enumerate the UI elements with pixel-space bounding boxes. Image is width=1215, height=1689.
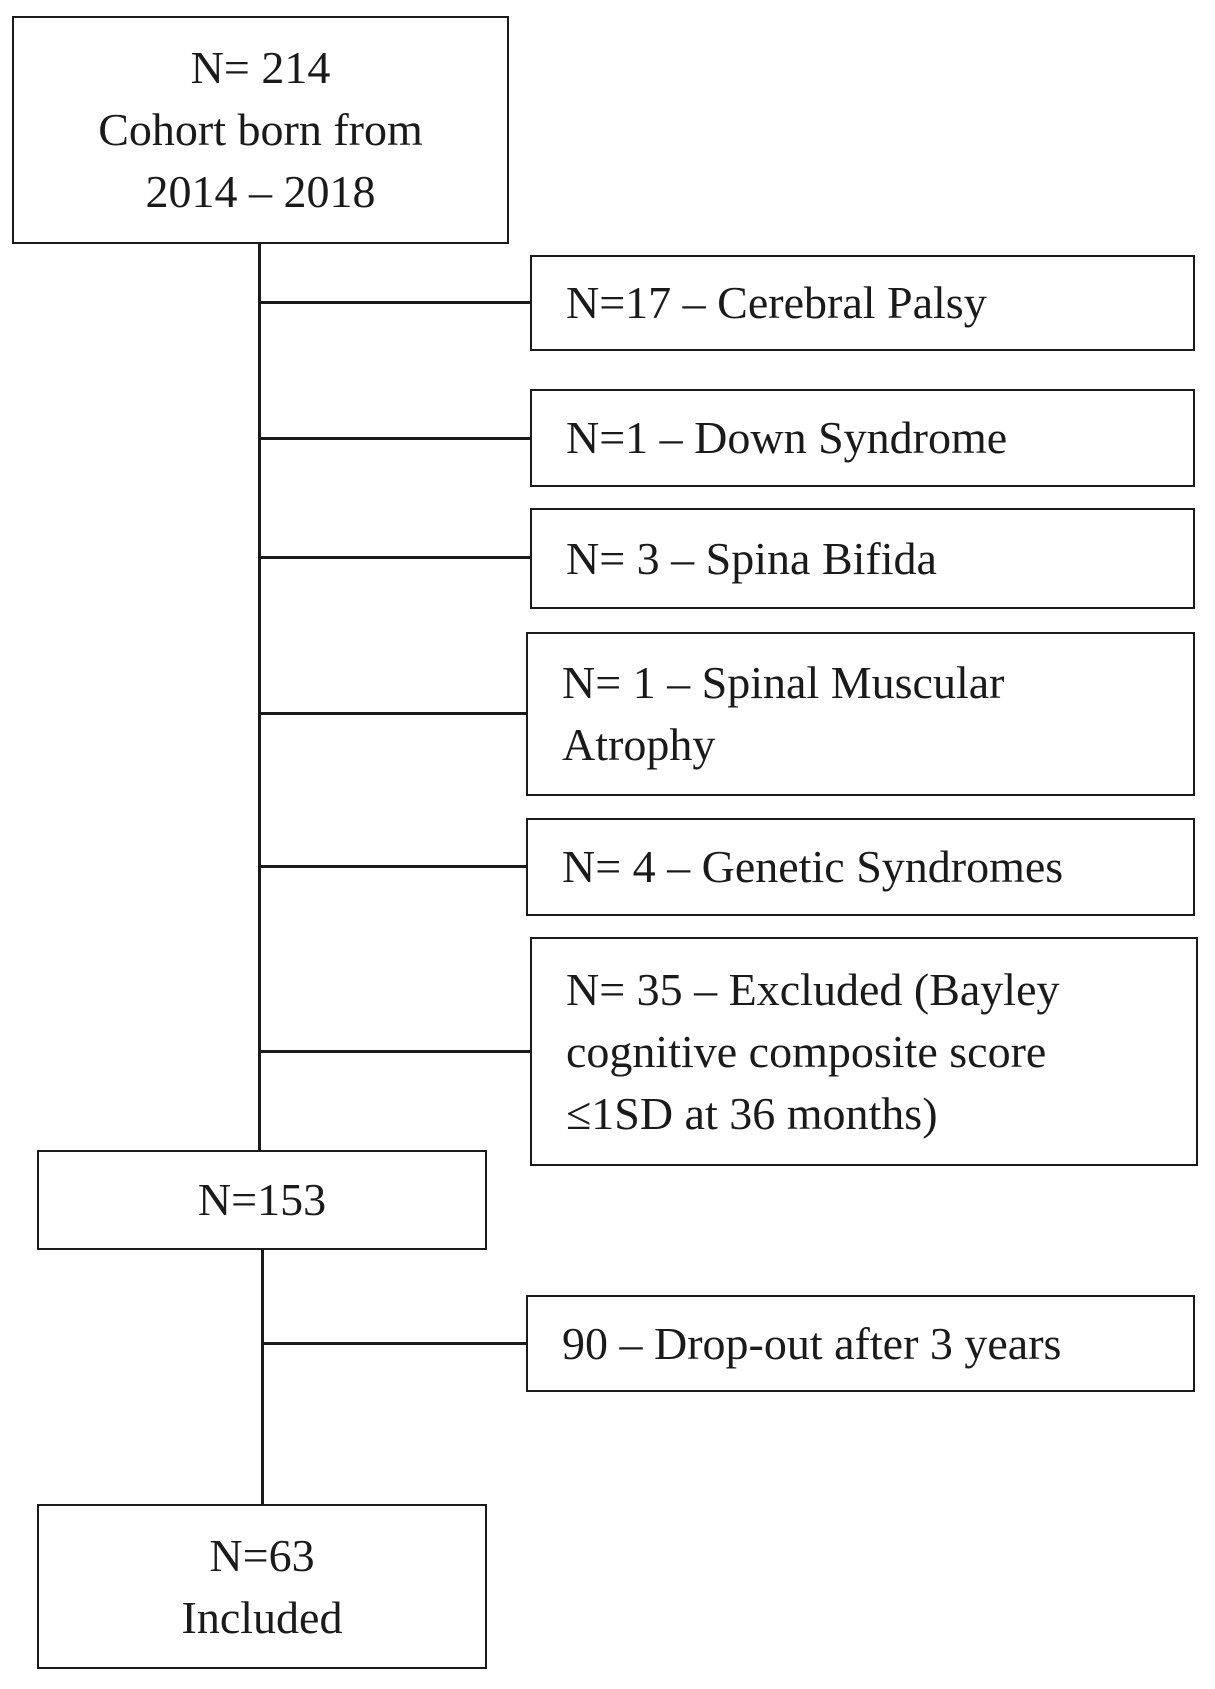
branch-line-spinal-muscular-atrophy: [258, 712, 526, 715]
branch-line-genetic-syndromes: [258, 865, 526, 868]
included-count: N=63: [209, 1529, 315, 1581]
exclusion-label-line3: ≤1SD at 36 months): [566, 1087, 938, 1139]
dropout-box: 90 – Drop-out after 3 years: [526, 1295, 1195, 1392]
included-label: Included: [181, 1591, 343, 1643]
exclusion-label: N= 4 – Genetic Syndromes: [562, 841, 1064, 892]
branch-line-spina-bifida: [258, 556, 530, 559]
exclusion-label-line1: N= 1 – Spinal Muscular: [562, 657, 1005, 708]
branch-line-cerebral-palsy: [258, 301, 530, 304]
exclusion-box-excluded-bayley: N= 35 – Excluded (Bayley cognitive compo…: [530, 937, 1198, 1166]
exclusion-box-cerebral-palsy: N=17 – Cerebral Palsy: [530, 255, 1195, 351]
cohort-box: N= 214 Cohort born from 2014 – 2018: [12, 16, 509, 244]
exclusion-label-line2: Atrophy: [562, 719, 716, 770]
exclusion-label: N=1 – Down Syndrome: [566, 412, 1008, 463]
branch-line-dropout: [261, 1342, 526, 1345]
lower-trunk-line: [261, 1250, 264, 1504]
exclusion-label-line1: N= 35 – Excluded (Bayley: [566, 963, 1060, 1015]
exclusion-label: N= 3 – Spina Bifida: [566, 532, 937, 584]
main-trunk-line: [258, 244, 261, 1150]
dropout-label: 90 – Drop-out after 3 years: [562, 1317, 1062, 1369]
branch-line-excluded-bayley: [258, 1050, 530, 1053]
included-box: N=63 Included: [37, 1504, 487, 1669]
exclusion-box-genetic-syndromes: N= 4 – Genetic Syndromes: [526, 818, 1195, 916]
branch-line-down-syndrome: [258, 437, 530, 440]
exclusion-label: N=17 – Cerebral Palsy: [566, 277, 987, 328]
exclusion-box-down-syndrome: N=1 – Down Syndrome: [530, 389, 1195, 487]
exclusion-box-spina-bifida: N= 3 – Spina Bifida: [530, 508, 1195, 609]
cohort-description: Cohort born from: [98, 104, 423, 155]
remaining-cohort-box: N=153: [37, 1150, 487, 1250]
cohort-count: N= 214: [190, 42, 331, 93]
cohort-years: 2014 – 2018: [145, 166, 376, 217]
exclusion-label-line2: cognitive composite score: [566, 1025, 1047, 1077]
remaining-count: N=153: [197, 1174, 327, 1225]
exclusion-box-spinal-muscular-atrophy: N= 1 – Spinal Muscular Atrophy: [526, 632, 1195, 796]
